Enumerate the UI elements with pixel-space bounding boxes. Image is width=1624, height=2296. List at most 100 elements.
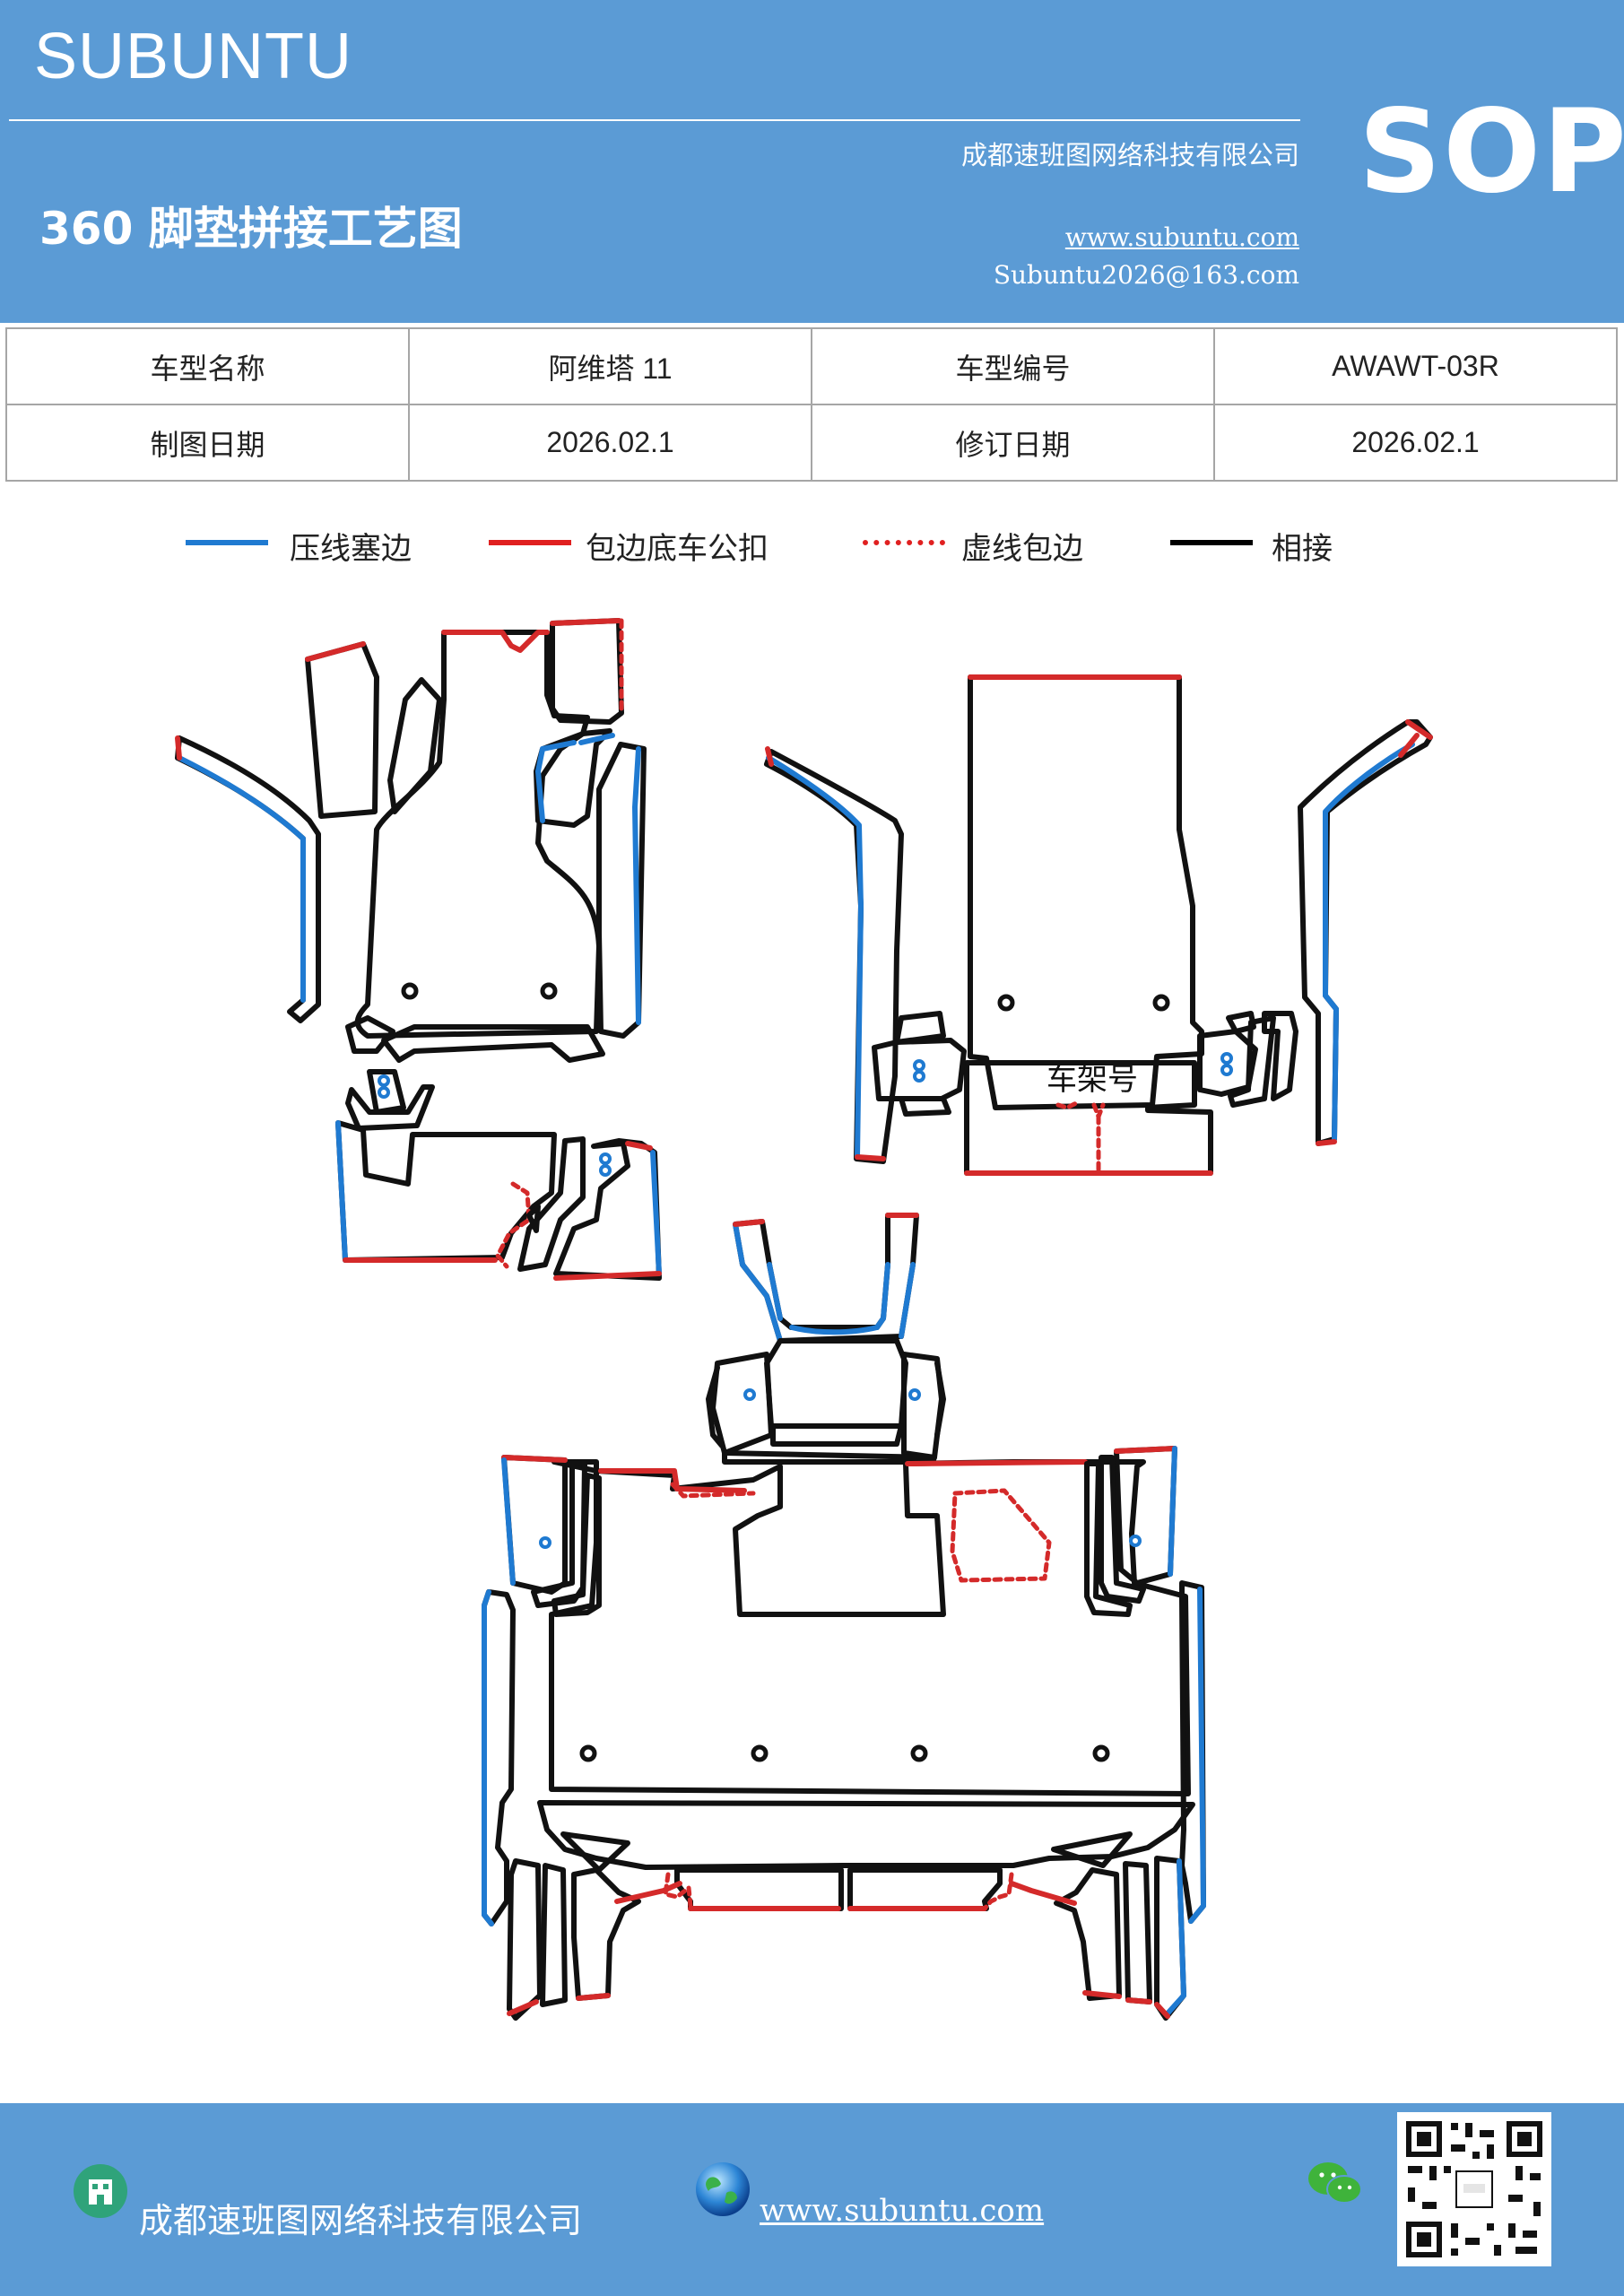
mat-hole (1152, 994, 1170, 1012)
edge-blue (482, 1589, 494, 1926)
wechat-icon[interactable] (1305, 2157, 1366, 2211)
legend-swatch (1170, 540, 1253, 545)
blue-hole (1220, 1052, 1233, 1065)
mat-piece (381, 1024, 605, 1063)
left-mat-group (175, 618, 662, 1281)
edge-blue (335, 1120, 348, 1263)
table-cell-label: 车型名称 (5, 327, 410, 405)
edge-blue (535, 740, 577, 823)
mat-piece (1084, 1461, 1133, 1617)
edge-red (1125, 1997, 1152, 2005)
edge-red (507, 1999, 539, 2016)
mat-piece (899, 1096, 951, 1117)
mat-piece (1123, 1861, 1152, 2005)
table-cell-value: 阿维塔 11 (408, 327, 812, 405)
mat-piece (531, 1459, 587, 1608)
table-cell-label: 制图日期 (5, 404, 410, 482)
right-mat-group: 车架号 (764, 674, 1433, 1176)
mat-piece (706, 1365, 725, 1448)
edge-blue (874, 1262, 916, 1339)
mat-piece (540, 1863, 568, 2007)
edge-red (1009, 1881, 1122, 1999)
edge-blue (177, 755, 306, 1003)
edge-blue (1165, 1858, 1186, 2016)
document-title: 360 脚垫拼接工艺图 (39, 203, 463, 255)
building-icon (74, 2164, 127, 2218)
table-cell-label: 车型编号 (811, 327, 1215, 405)
edge-red (553, 1271, 662, 1281)
header-banner: SUBUNTU 成都速班图网络科技有限公司 360 脚垫拼接工艺图 www.su… (0, 0, 1624, 323)
mat-piece (847, 1867, 1003, 1911)
edge-blue (578, 733, 615, 745)
mat-hole (540, 982, 558, 1000)
edge-blue (766, 755, 864, 1160)
mat-piece (305, 641, 379, 819)
mat-piece (537, 1800, 1195, 1870)
edge-red (550, 618, 621, 626)
driver-mat (354, 630, 602, 1039)
sop-badge: SOP (1359, 85, 1624, 219)
tunnel-cap (764, 1338, 908, 1429)
brand-name: SUBUNTU (34, 21, 353, 92)
footer-website-link[interactable]: www.subuntu.com (760, 2193, 1045, 2229)
mat-piece (1054, 1867, 1122, 2001)
mat-piece (722, 1450, 937, 1465)
legend-swatch (489, 540, 571, 545)
mat-piece (550, 618, 624, 725)
mat-piece (517, 1136, 586, 1272)
header-email[interactable]: Subuntu2026@163.com (993, 260, 1299, 290)
frame-number-label: 车架号 (1046, 1062, 1138, 1098)
edge-dotted (1055, 1100, 1106, 1173)
blue-hole (913, 1059, 925, 1072)
blue-hole (378, 1086, 390, 1099)
edge-blue (632, 746, 641, 1025)
edge-blue (501, 1457, 516, 1586)
footer-company: 成都速班图网络科技有限公司 (139, 2201, 583, 2240)
footer-banner: 成都速班图网络科技有限公司 www.subuntu.com (0, 2103, 1624, 2296)
qr-code (1397, 2112, 1551, 2266)
mat-piece (596, 742, 647, 1039)
mat-piece (507, 1858, 543, 2021)
rear-main-mat (549, 1459, 1191, 1796)
legend-label: 压线塞边 (290, 531, 412, 567)
blue-hole (908, 1388, 921, 1401)
mat-piece (764, 749, 904, 1164)
edge-red (1154, 2002, 1170, 2019)
edge-red (598, 1468, 747, 1493)
mat-hole (997, 994, 1015, 1012)
edge-red (625, 1141, 653, 1151)
blue-hole (1129, 1535, 1142, 1547)
edge-red (175, 735, 182, 761)
edge-dotted (950, 1488, 1052, 1583)
mat-hole (579, 1744, 597, 1762)
vehicle-info-table: 车型名称 阿维塔 11 车型编号 AWAWT-03R 制图日期 2026.02.… (5, 327, 1618, 482)
edge-dotted (670, 1482, 756, 1499)
blue-hole (913, 1070, 925, 1083)
header-website-link[interactable]: www.subuntu.com (1064, 222, 1299, 252)
mat-piece (1228, 1015, 1276, 1108)
edge-red (441, 630, 550, 653)
mat-piece (710, 1352, 774, 1456)
mat-piece (674, 1867, 844, 1911)
mat-hole (401, 982, 419, 1000)
edge-red (576, 1881, 682, 2001)
mat-piece (1262, 1011, 1298, 1101)
table-cell-value: 2026.02.1 (1213, 404, 1618, 482)
edge-blue (650, 1150, 662, 1276)
mat-piece (560, 1831, 630, 1873)
edge-blue (733, 1222, 783, 1344)
table-cell-value: AWAWT-03R (1213, 327, 1618, 405)
mat-piece (551, 1473, 602, 1617)
edge-dotted (982, 1872, 1014, 1911)
legend-swatch (186, 540, 268, 545)
edge-red (765, 746, 886, 1161)
mat-piece (894, 1011, 946, 1045)
blue-hole (743, 1388, 756, 1401)
blue-hole (539, 1536, 551, 1549)
edge-blue (1168, 1446, 1177, 1577)
mat-hole (751, 1744, 769, 1762)
mat-piece (367, 1069, 406, 1115)
edge-red (905, 1459, 1088, 1466)
globe-icon (696, 2162, 750, 2216)
